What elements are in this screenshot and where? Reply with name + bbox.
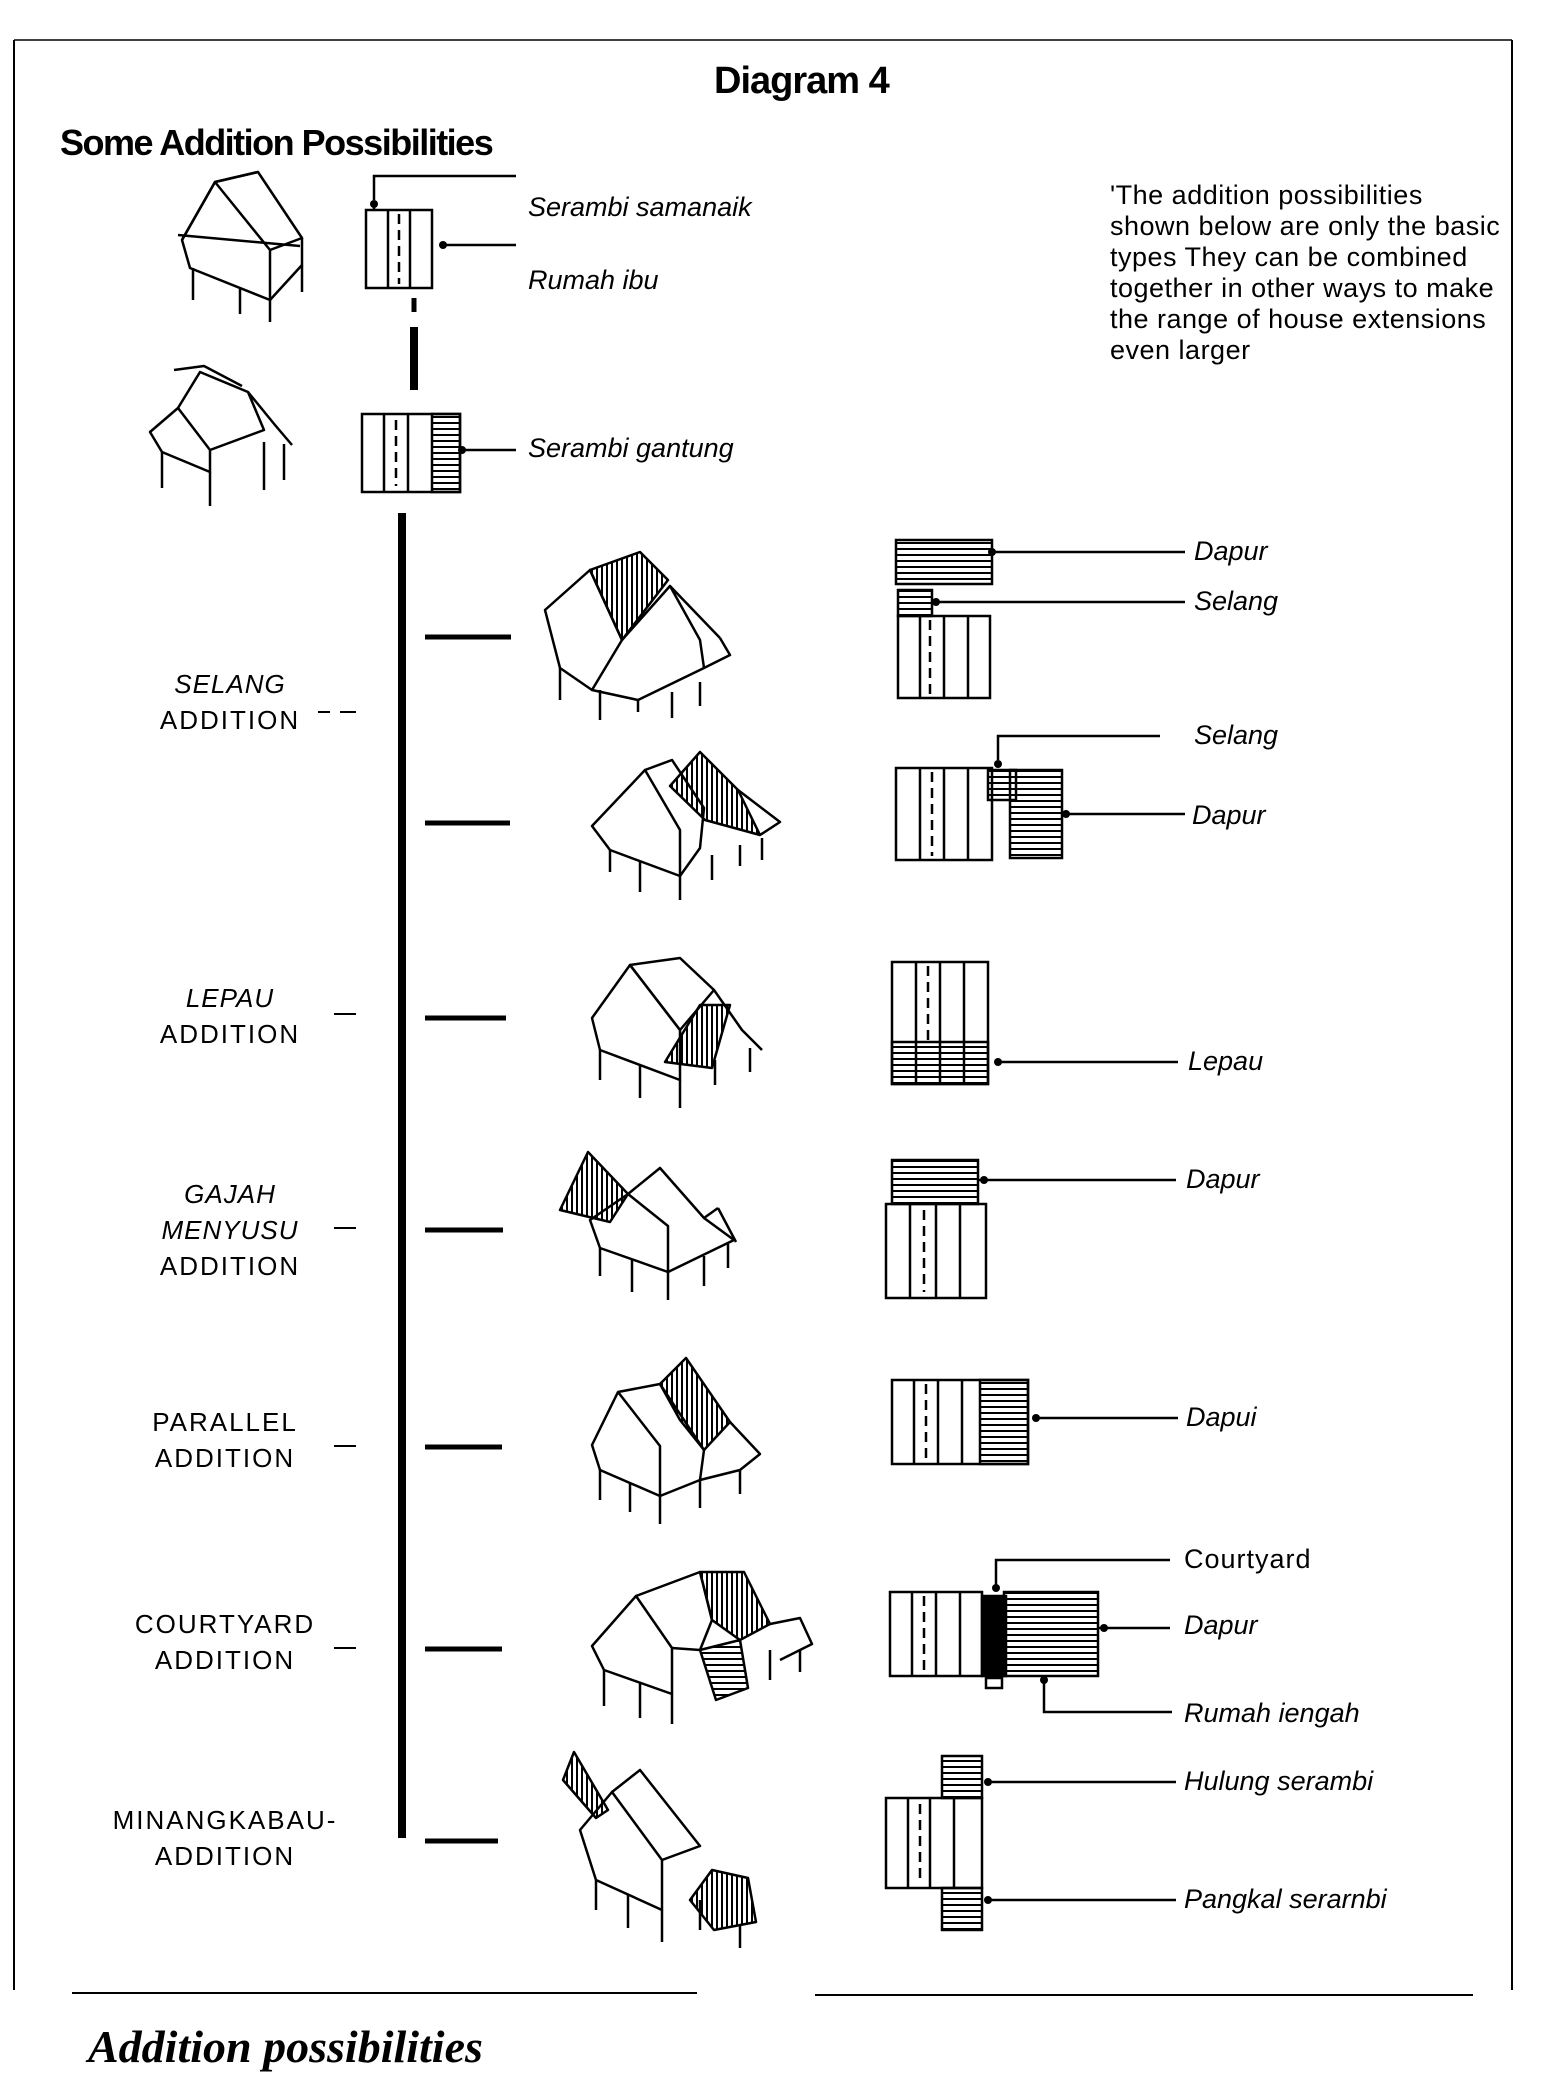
diagram-subtitle: Some Addition Possibilities xyxy=(60,122,494,163)
plan-selang-2 xyxy=(894,734,1185,862)
plan-gantung xyxy=(360,412,516,494)
intro-note: 'The addition possibilities shown below … xyxy=(1110,180,1501,365)
house-sketch-courtyard xyxy=(590,1570,814,1724)
house-sketch-selang-2 xyxy=(590,750,782,900)
plan-label-dapur: Dapur xyxy=(1186,1164,1260,1194)
plan-label-dapur: Dapur xyxy=(1194,536,1268,566)
house-sketch-parallel xyxy=(590,1356,762,1524)
house-sketch-minangkabau xyxy=(561,1750,758,1948)
row-label-minangkabau: MINANGKABAU-ADDITION xyxy=(112,1805,338,1871)
plan-label-dapur: Dapur xyxy=(1184,1610,1258,1640)
house-sketch-gajah-menyusu xyxy=(558,1150,738,1300)
plan-label-pangkal-serambi: Pangkal serarnbi xyxy=(1184,1884,1387,1914)
plan-label-hulung-serambi: Hulung serambi xyxy=(1184,1766,1374,1796)
plan-minangkabau xyxy=(884,1754,1176,1932)
label-serambi-samanaik: Serambi samanaik xyxy=(528,192,752,222)
figure-caption: Addition possibilities xyxy=(88,2021,483,2072)
plan-gajah-menyusu xyxy=(884,1158,1176,1300)
plan-label-selang: Selang xyxy=(1194,720,1279,750)
plan-label-selang: Selang xyxy=(1194,586,1279,616)
label-serambi-gantung: Serambi gantung xyxy=(528,433,734,463)
house-sketch-selang-1 xyxy=(543,550,732,720)
plan-courtyard xyxy=(888,1558,1172,1714)
plan-label-rumah-iengah: Rumah iengah xyxy=(1184,1698,1360,1728)
plan-label-dapui: Dapui xyxy=(1186,1402,1257,1432)
label-rumah-ibu: Rumah ibu xyxy=(528,265,659,295)
house-sketch-lepau xyxy=(590,956,763,1108)
plan-selang-1 xyxy=(894,538,1185,700)
house-sketch-basic xyxy=(177,170,304,322)
plan-label-courtyard: Courtyard xyxy=(1184,1544,1312,1574)
house-sketch-gantung xyxy=(148,364,293,506)
plan-parallel xyxy=(890,1378,1178,1466)
plan-label-lepau: Lepau xyxy=(1188,1046,1264,1076)
page-title: Diagram 4 xyxy=(714,60,890,102)
plan-label-dapur: Dapur xyxy=(1192,800,1266,830)
plan-lepau xyxy=(890,960,1178,1086)
plan-basic xyxy=(364,174,516,290)
